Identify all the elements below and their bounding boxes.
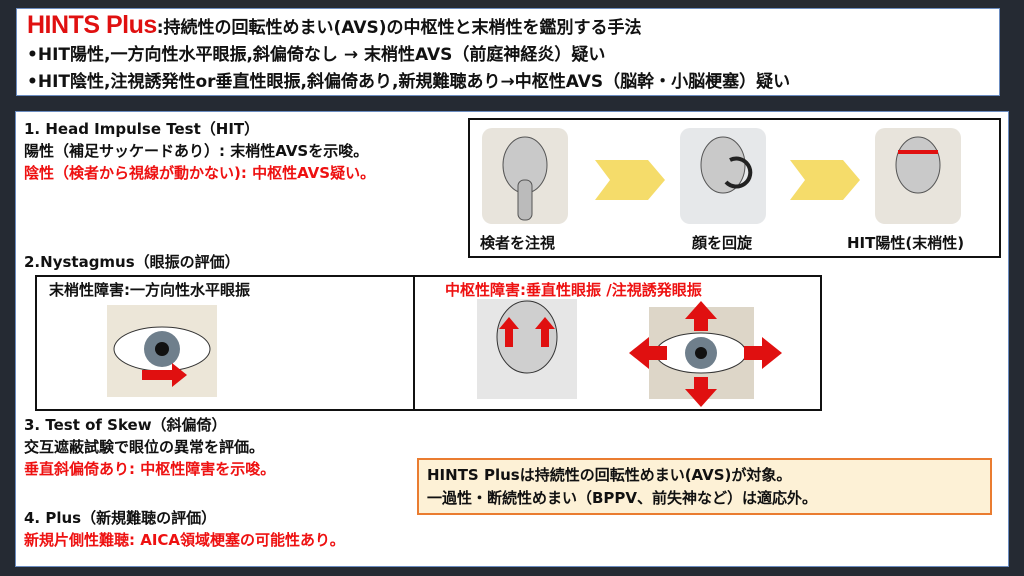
step-label: 顔を回旋 — [692, 234, 753, 252]
header-box: HINTS Plus:持続性の回転性めまい(AVS)の中枢性と末梢性を鑑別する手… — [16, 8, 1000, 96]
skew-finding: 垂直斜偏倚あり: 中枢性障害を示唆。 — [24, 460, 276, 478]
skew-section: 3. Test of Skew（斜偏倚） 交互遮蔽試験で眼位の異常を評価。 垂直… — [24, 414, 275, 480]
elephant-turning-icon — [680, 128, 766, 224]
eye-gaze-evoked-nystagmus-icon — [629, 301, 782, 407]
skew-title: 3. Test of Skew（斜偏倚） — [24, 416, 227, 434]
arrow-icon — [595, 160, 665, 200]
step-label: HIT陽性(末梢性) — [847, 234, 965, 252]
step-label: 検者を注視 — [480, 234, 556, 252]
plus-finding: 新規片側性難聴: AICA領域梗塞の可能性あり。 — [24, 531, 345, 549]
nystagmus-central: 中枢性障害:垂直性眼振 /注視誘発眼振 — [445, 281, 702, 299]
hit-illustration-box: 検者を注視 顔を回旋 HIT陽性(末梢性) — [468, 118, 1001, 258]
skew-desc: 交互遮蔽試験で眼位の異常を評価。 — [24, 438, 265, 456]
arrow-icon — [790, 160, 860, 200]
hit-negative: 陰性（検者から視線が動かない): 中枢性AVS疑い。 — [24, 164, 376, 182]
elephant-face-icon — [482, 128, 568, 224]
plus-section: 4. Plus（新規難聴の評価） 新規片側性難聴: AICA領域梗塞の可能性あり… — [24, 507, 345, 551]
elephant-hit-positive-icon — [875, 128, 961, 224]
brand-title: HINTS Plus — [27, 11, 157, 39]
hit-section: 1. Head Impulse Test（HIT） 陽性（補足サッケードあり）:… — [24, 118, 375, 184]
plus-title: 4. Plus（新規難聴の評価） — [24, 509, 217, 527]
hit-positive: 陽性（補足サッケードあり）: 末梢性AVSを示唆。 — [24, 142, 369, 160]
hit-illustration — [482, 128, 961, 224]
scope-note: HINTS Plusは持続性の回転性めまい(AVS)が対象。 一過性・断続性めま… — [417, 458, 992, 515]
nystagmus-title: 2.Nystagmus（眼振の評価） — [24, 253, 240, 271]
nystagmus-box: 末梢性障害:一方向性水平眼振 中枢性障害:垂直性眼振 /注視誘発眼振 — [35, 275, 822, 411]
nystagmus-peripheral: 末梢性障害:一方向性水平眼振 — [49, 281, 250, 299]
divider — [413, 277, 415, 409]
header-line-central: •HIT陰性,注視誘発性or垂直性眼振,斜偏倚あり,新規難聴あり→中枢性AVS（… — [27, 72, 791, 92]
hit-title: 1. Head Impulse Test（HIT） — [24, 120, 260, 138]
header-subtitle: :持続性の回転性めまい(AVS)の中枢性と末梢性を鑑別する手法 — [156, 18, 642, 38]
note-line-1: HINTS Plusは持続性の回転性めまい(AVS)が対象。 — [427, 466, 792, 484]
elephant-vertical-nystagmus-icon — [477, 299, 577, 399]
note-line-2: 一過性・断続性めまい（BPPV、前失神など）は適応外。 — [427, 489, 818, 507]
nystagmus-illustration — [107, 299, 782, 407]
eye-horizontal-nystagmus-icon — [107, 305, 217, 397]
header-line-peripheral: •HIT陽性,一方向性水平眼振,斜偏倚なし → 末梢性AVS（前庭神経炎）疑い — [27, 45, 606, 65]
